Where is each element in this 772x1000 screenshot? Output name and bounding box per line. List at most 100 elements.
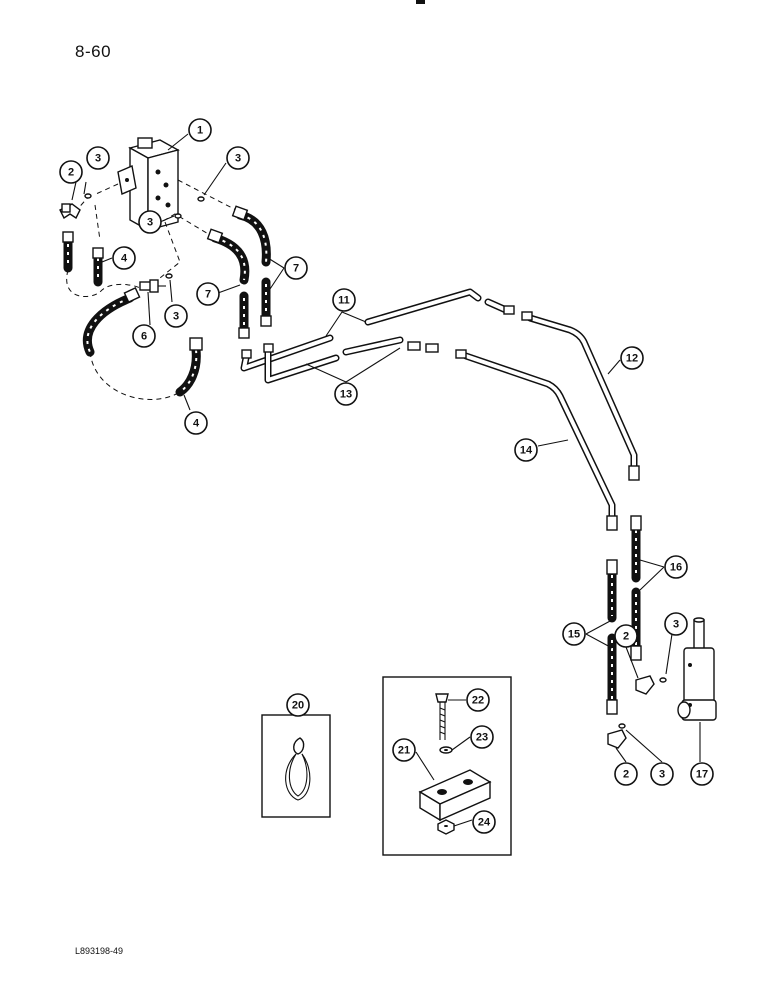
connection-line (177, 179, 241, 213)
callout-17: 17 (690, 762, 714, 786)
callout-circle (392, 738, 416, 762)
callout-number: 16 (670, 562, 682, 574)
callout-circle (614, 762, 638, 786)
callout-circle (332, 288, 356, 312)
callout-number: 4 (193, 418, 200, 430)
callout-number: 2 (623, 631, 629, 643)
o-ring (84, 193, 92, 199)
callout-number: 11 (338, 295, 350, 307)
callout-2: 2 (614, 762, 638, 786)
callout-circle (284, 256, 308, 280)
callout-circle (164, 304, 188, 328)
callout-1: 1 (188, 118, 212, 142)
callout-2: 2 (59, 160, 83, 184)
callout-circle (86, 146, 110, 170)
callout-number: 6 (141, 331, 147, 343)
elbow-fitting (59, 203, 81, 220)
connection-line (66, 269, 141, 298)
callout-circle (620, 346, 644, 370)
callout-circle (664, 555, 688, 579)
callout-4: 4 (112, 246, 136, 270)
callout-circle (472, 810, 496, 834)
callout-15: 15 (562, 622, 586, 646)
callout-number: 23 (476, 732, 488, 744)
callout-number: 21 (398, 745, 410, 757)
adapter-fitting (139, 279, 166, 293)
callout-number: 1 (197, 125, 203, 137)
callout-12: 12 (620, 346, 644, 370)
callout-number: 24 (478, 817, 491, 829)
connection-line (89, 351, 181, 400)
callout-3: 3 (164, 304, 188, 328)
callout-circle (664, 612, 688, 636)
callout-circle (690, 762, 714, 786)
callout-circle (562, 622, 586, 646)
callout-circle (132, 324, 156, 348)
callout-circle (184, 411, 208, 435)
o-ring (165, 273, 173, 279)
callout-3: 3 (86, 146, 110, 170)
callout-13: 13 (334, 382, 358, 406)
callout-number: 2 (623, 769, 629, 781)
callout-23: 23 (470, 725, 494, 749)
callout-number: 7 (293, 263, 299, 275)
callout-number: 3 (235, 153, 241, 165)
callout-7: 7 (196, 282, 220, 306)
clamp-assembly (418, 693, 492, 835)
callout-number: 20 (292, 700, 304, 712)
callout-11: 11 (332, 288, 356, 312)
callout-number: 12 (626, 353, 638, 365)
document-code: L893198-49 (75, 946, 124, 956)
callout-number: 7 (205, 289, 211, 301)
callout-number: 14 (520, 445, 533, 457)
hydraulic-cylinder (677, 617, 717, 721)
callout-number: 15 (568, 629, 580, 641)
hose-strap (285, 737, 311, 801)
steel-tubes (240, 288, 515, 384)
callout-circle (470, 725, 494, 749)
callout-circle (466, 688, 490, 712)
callout-number: 3 (95, 153, 101, 165)
callout-circle (196, 282, 220, 306)
connection-line (94, 204, 101, 241)
callout-20: 20 (286, 693, 310, 717)
callout-3: 3 (138, 210, 162, 234)
callout-number: 3 (673, 619, 679, 631)
callout-number: 2 (68, 167, 74, 179)
elbow-fitting (635, 675, 655, 695)
callout-circle (650, 762, 674, 786)
callout-circle (112, 246, 136, 270)
callout-3: 3 (650, 762, 674, 786)
callout-3: 3 (664, 612, 688, 636)
o-ring (659, 677, 667, 683)
o-ring (197, 196, 205, 202)
top-edge-mark (416, 0, 425, 4)
inset-box (261, 714, 331, 818)
callout-number: 3 (659, 769, 665, 781)
callout-7: 7 (284, 256, 308, 280)
o-ring (618, 723, 626, 729)
connection-line (95, 183, 119, 195)
callout-circle (334, 382, 358, 406)
elbow-fitting (607, 729, 627, 749)
page-number: 8-60 (75, 42, 112, 61)
o-ring (174, 213, 182, 219)
callout-3: 3 (226, 146, 250, 170)
callout-number: 17 (696, 769, 708, 781)
callout-2: 2 (614, 624, 638, 648)
callout-number: 3 (173, 311, 179, 323)
callout-circle (286, 693, 310, 717)
callout-number: 22 (472, 695, 484, 707)
callout-circle (514, 438, 538, 462)
valve-block (117, 137, 180, 232)
callout-number: 3 (147, 217, 153, 229)
callout-number: 13 (340, 389, 352, 401)
callout-22: 22 (466, 688, 490, 712)
callout-21: 21 (392, 738, 416, 762)
callout-24: 24 (472, 810, 496, 834)
callout-4: 4 (184, 411, 208, 435)
hose-assembly (82, 293, 135, 357)
callout-circle (614, 624, 638, 648)
